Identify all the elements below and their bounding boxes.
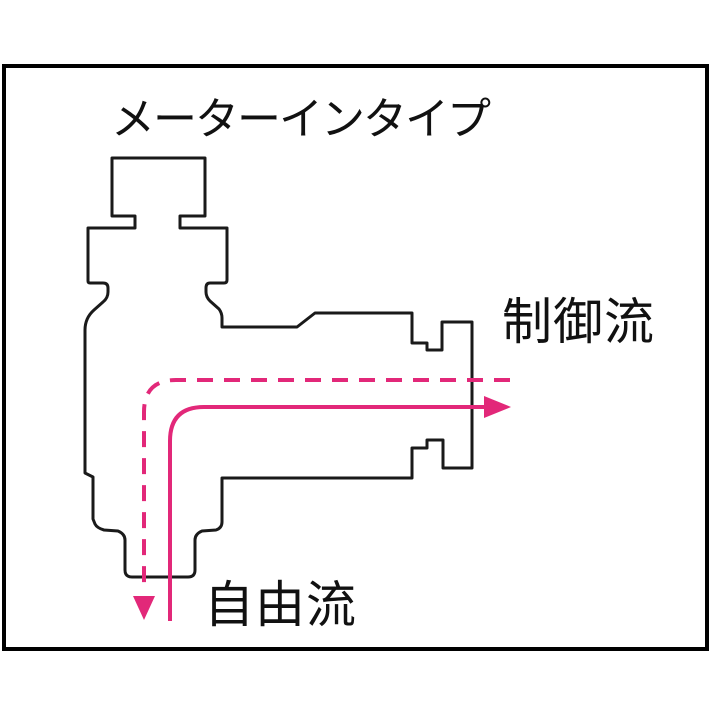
- controlled-flow-label: 制御流: [502, 294, 655, 350]
- free-flow-right-arrowhead: [484, 396, 511, 418]
- valve-body-outline: [83, 156, 474, 579]
- free-flow-label: 自由流: [204, 577, 357, 633]
- free-flow-solid-line: [168, 405, 486, 621]
- controlled-flow-dashed-line: [142, 378, 510, 591]
- diagram-frame: [2, 64, 709, 651]
- diagram-title: メーターインタイプ: [111, 95, 491, 144]
- controlled-flow-down-arrowhead: [133, 596, 155, 620]
